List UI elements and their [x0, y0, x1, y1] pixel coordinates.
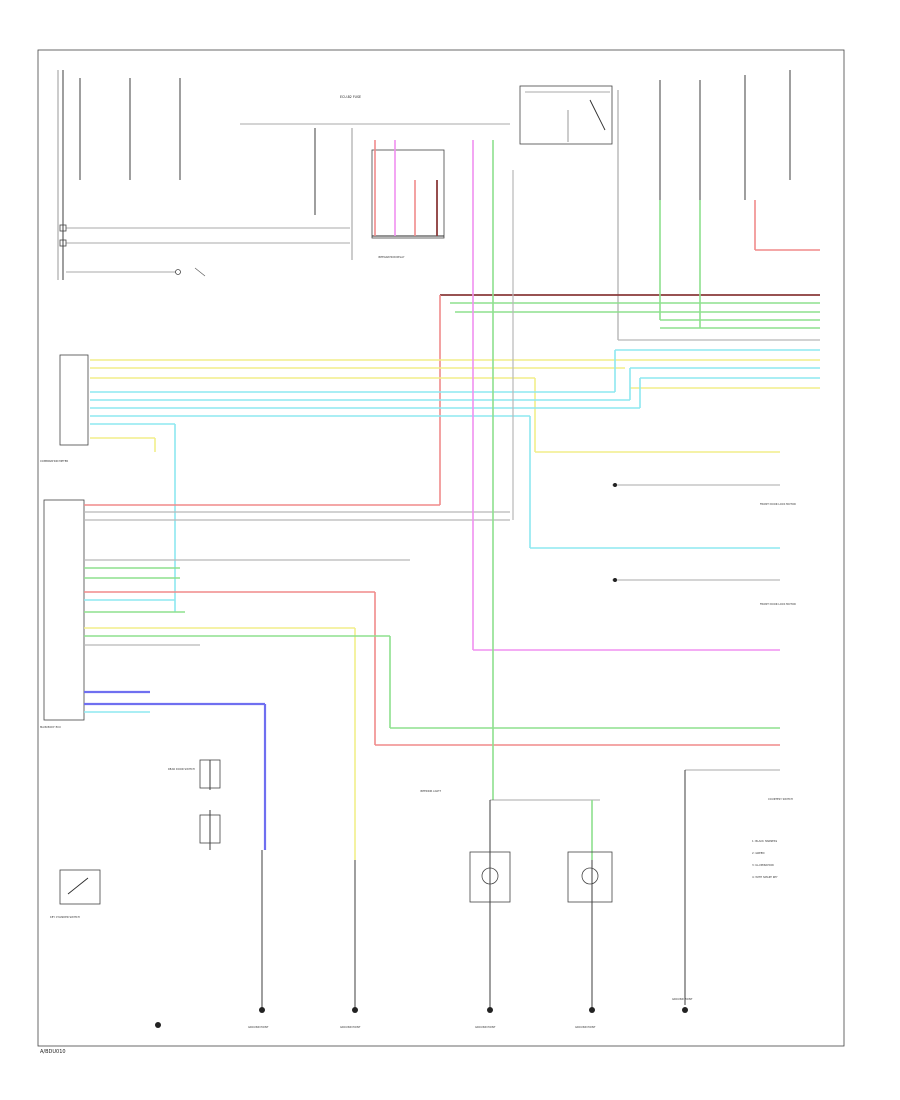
legend-3: 3: ILLUMINATION	[752, 863, 774, 867]
diagram-frame	[37, 49, 845, 1047]
ground-label-2: GROUND POINT	[340, 1025, 361, 1029]
interior-light-label: INTERIOR LIGHT	[420, 789, 441, 793]
ground-label-3: GROUND POINT	[475, 1025, 496, 1029]
ground-label-4: GROUND POINT	[575, 1025, 596, 1029]
ground-point-6	[682, 1007, 688, 1013]
left-harness: COMBINATION METER	[40, 350, 780, 612]
body-ecu: MAIN BODY ECU	[40, 499, 780, 860]
ground-point-1	[155, 1022, 161, 1028]
ground-points: GROUND POINT GROUND POINT GROUND POINT G…	[155, 997, 693, 1029]
top-left-fuses	[57, 70, 350, 280]
legend-1: 1: BLACK HARNESS	[752, 839, 777, 843]
legend-4: 4: WITH SMART KEY	[752, 875, 778, 879]
ground-label-1: GROUND POINT	[248, 1025, 269, 1029]
integration-relay	[519, 85, 613, 145]
key-cylinder-label: KEY CYLINDER SWITCH	[50, 915, 80, 919]
body-ecu-label: MAIN BODY ECU	[40, 725, 61, 729]
center-verticals	[472, 140, 780, 860]
fuse-block-label: ECU-B2 FUSE	[340, 95, 361, 99]
ground-point-2	[259, 1007, 265, 1013]
ground-point-5	[589, 1007, 595, 1013]
footer-code: A/BDU010	[40, 1049, 66, 1055]
door-lock-fl-label: FRONT DOOR LOCK MOTOR	[760, 602, 796, 606]
ground-point-3	[352, 1007, 358, 1013]
relay-connector: INTEGRATION RELAY	[371, 140, 445, 259]
ground-label-5: GROUND POINT	[672, 997, 693, 1001]
lower-loads: KEY CYLINDER SWITCH INTERIOR LIGHT REAR …	[50, 759, 613, 1010]
combination-meter-label: COMBINATION METER	[40, 459, 68, 463]
fuse-block: ECU-B2 FUSE	[240, 95, 510, 260]
legend-2: 2: GREEN	[752, 851, 764, 855]
harness-bus	[439, 200, 820, 505]
top-right-fuses	[617, 70, 820, 340]
door-lock-fr-label: FRONT DOOR LOCK MOTOR	[760, 502, 796, 506]
right-components: FRONT DOOR LOCK MOTOR FRONT DOOR LOCK MO…	[612, 483, 796, 1005]
courtesy-switch-label: COURTESY SWITCH	[768, 797, 793, 801]
rear-door-switch-label: REAR DOOR SWITCH	[168, 767, 195, 771]
relay-label: INTEGRATION RELAY	[378, 255, 405, 259]
ground-point-4	[487, 1007, 493, 1013]
